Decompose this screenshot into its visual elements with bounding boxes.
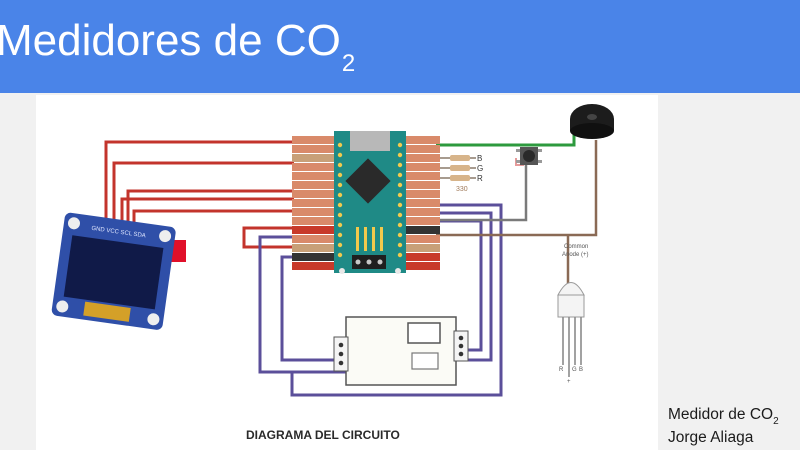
led-label-g: G <box>477 164 483 173</box>
footer-subscript: 2 <box>773 416 779 427</box>
led-label-b: B <box>477 154 482 163</box>
rgb-note-line2: Anode (+) <box>562 252 589 258</box>
resistor-value: 330 <box>456 186 468 193</box>
circuit-diagram-image: B G R 330 Common Anode (+) <box>36 95 658 450</box>
push-button <box>516 147 542 165</box>
nano-left-pins <box>292 136 334 270</box>
oled-display: GND VCC SCL SDA <box>51 212 186 330</box>
led-resistors: B G R 330 <box>450 154 483 193</box>
diagram-caption: DIAGRAMA DEL CIRCUITO <box>246 428 400 442</box>
co2-sensor-module <box>333 316 469 386</box>
circuit-diagram: B G R 330 Common Anode (+) <box>51 104 614 397</box>
footer-title: Medidor de CO <box>668 406 774 423</box>
rgb-common: + <box>567 379 571 385</box>
nano-right-pins <box>406 136 440 270</box>
buzzer <box>570 104 614 139</box>
footer-attribution: Medidor de CO2 Jorge Aliaga <box>668 404 779 448</box>
rgb-note-line1: Common <box>564 244 588 250</box>
slide-title-text: Medidores de CO <box>0 16 341 65</box>
slide-title-subscript: 2 <box>341 50 356 77</box>
brown-wires <box>436 140 598 290</box>
slide-title: Medidores de CO2 <box>0 12 355 77</box>
rgb-pin-r: R <box>559 367 564 373</box>
arduino-nano-board <box>334 131 406 274</box>
footer-line1: Medidor de CO2 <box>668 404 779 427</box>
rgb-pin-b: B <box>579 367 583 373</box>
green-wire <box>436 133 576 147</box>
slide-title-bar: Medidores de CO2 <box>0 0 800 93</box>
footer-author: Jorge Aliaga <box>668 429 754 446</box>
rgb-pin-g: G <box>572 367 577 373</box>
rgb-led: Common Anode (+) R G B + <box>557 244 589 385</box>
red-wires <box>104 140 294 249</box>
led-label-r: R <box>477 174 483 183</box>
